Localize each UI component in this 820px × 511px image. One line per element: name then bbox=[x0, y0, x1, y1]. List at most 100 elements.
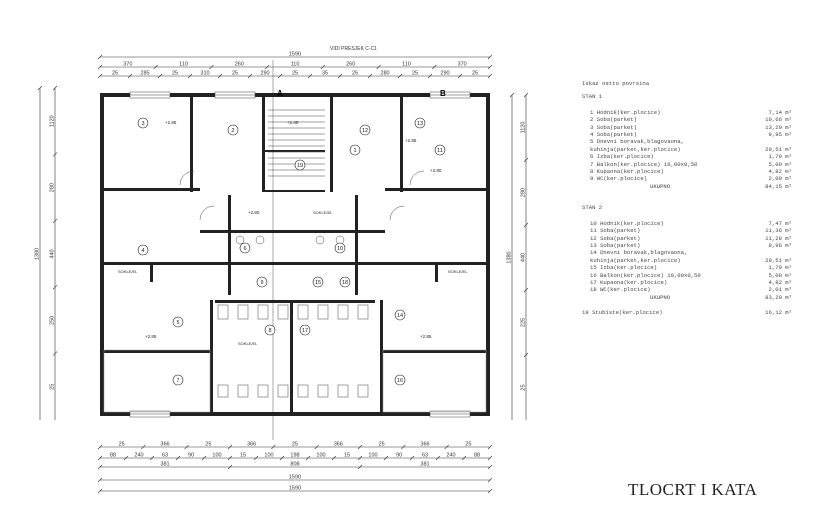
dim-label: 1380 bbox=[507, 251, 513, 263]
fixture bbox=[237, 304, 249, 320]
wall bbox=[100, 262, 490, 265]
dim-label: 366 bbox=[420, 442, 429, 448]
wall bbox=[100, 93, 104, 415]
dim-tick bbox=[97, 444, 103, 450]
fixture bbox=[257, 384, 269, 398]
wall bbox=[290, 300, 293, 412]
dim-label: 88 bbox=[110, 453, 116, 459]
dim-label: 280 bbox=[521, 188, 527, 197]
room-number-marker bbox=[334, 242, 346, 254]
room-number-marker bbox=[312, 276, 324, 288]
room-number-marker bbox=[256, 276, 268, 288]
level-mark: +1.45 bbox=[287, 120, 299, 125]
plan-label: SOKLE/EL bbox=[313, 210, 333, 215]
dim-tick bbox=[227, 444, 233, 450]
wall bbox=[190, 97, 193, 192]
room-number: 8 bbox=[268, 328, 271, 334]
area-row: 1 Hodnik(ker.plocice)7,14 m² bbox=[590, 108, 792, 116]
fixture bbox=[317, 384, 329, 398]
area-row: 3 Soba(parket)13,29 m² bbox=[590, 123, 792, 131]
dim-label: 1380 bbox=[35, 248, 41, 260]
dim-tick bbox=[357, 444, 363, 450]
area-row: 11 Soba(parket)11,36 m² bbox=[590, 227, 792, 235]
dim-label: 381 bbox=[420, 462, 429, 468]
fixture bbox=[277, 304, 289, 320]
dim-tick bbox=[314, 444, 319, 450]
dim-tick bbox=[123, 455, 129, 461]
room-number: 6 bbox=[243, 246, 246, 252]
dim-label: 110 bbox=[291, 62, 300, 68]
dim-label: 366 bbox=[247, 442, 256, 448]
room-number: 10 bbox=[337, 246, 343, 252]
dim-tick bbox=[264, 64, 270, 70]
area-schedule: Iskaz netto povrsina STAN 1 1 Hodnik(ker… bbox=[582, 80, 812, 317]
dim-label: 25 bbox=[472, 71, 478, 77]
dim-label: 110 bbox=[402, 62, 411, 68]
room-number: 4 bbox=[141, 248, 144, 254]
fixture bbox=[257, 304, 269, 320]
dim-label: 440 bbox=[521, 253, 527, 262]
toilet bbox=[315, 235, 325, 245]
dim-label: 440 bbox=[50, 249, 56, 258]
dim-tick bbox=[397, 73, 403, 79]
plan-label: SOKLE/EL bbox=[448, 269, 468, 274]
dim-tick bbox=[461, 455, 467, 461]
room-number-marker bbox=[414, 117, 426, 129]
dim-label: 25 bbox=[379, 442, 385, 448]
dim-label: 808 bbox=[290, 462, 299, 468]
dim-label: 25 bbox=[172, 71, 178, 77]
dim-tick bbox=[149, 455, 155, 461]
dim-tick bbox=[383, 455, 389, 461]
wall bbox=[150, 262, 153, 282]
wall bbox=[215, 300, 375, 303]
wall bbox=[486, 93, 490, 415]
room-number: 11 bbox=[437, 148, 443, 154]
dim-tick bbox=[401, 444, 406, 450]
area-row: 6 Izba(ker.plocice)1,79 m² bbox=[590, 153, 792, 161]
room-number: 18 bbox=[342, 280, 348, 286]
wall bbox=[265, 190, 325, 192]
dim-tick bbox=[209, 64, 214, 70]
dim-tick bbox=[227, 455, 233, 461]
wall bbox=[400, 97, 403, 192]
wall bbox=[200, 230, 385, 233]
dim-tick bbox=[307, 73, 313, 79]
dim-label: 280 bbox=[380, 71, 389, 77]
room-number-marker bbox=[172, 374, 184, 386]
room-number: 2 bbox=[231, 128, 234, 134]
fixture bbox=[297, 304, 309, 320]
dim-label: 100 bbox=[316, 453, 325, 459]
stan2-title: STAN 2 bbox=[582, 204, 603, 212]
dim-label: 1120 bbox=[521, 122, 527, 134]
fixture bbox=[297, 384, 309, 398]
dim-tick bbox=[444, 444, 449, 450]
dim-tick bbox=[175, 455, 181, 461]
dim-tick bbox=[97, 455, 103, 461]
level-mark: +2.85 bbox=[420, 334, 432, 339]
level-mark: +2.85 bbox=[405, 138, 417, 143]
room-number: 19 bbox=[297, 163, 303, 169]
wall bbox=[100, 350, 210, 353]
wall bbox=[262, 97, 265, 192]
dim-label: 25 bbox=[352, 71, 358, 77]
door-swing bbox=[409, 170, 425, 186]
area-row: kuhinja(parket,ker.plocice)29,51 m² bbox=[590, 145, 792, 153]
room-number: 3 bbox=[141, 121, 144, 127]
dim-label: 310 bbox=[200, 71, 209, 77]
area-row: kuhinja(parket,ker.plocice)29,51 m² bbox=[590, 256, 792, 264]
dim-tick bbox=[337, 73, 343, 79]
room-number-marker bbox=[434, 144, 446, 156]
dim-label: 240 bbox=[446, 453, 455, 459]
level-mark: +2.85 bbox=[165, 120, 177, 125]
room-number: 1 bbox=[353, 148, 356, 154]
dim-label: 25 bbox=[521, 384, 527, 390]
dim-label: 90 bbox=[396, 453, 402, 459]
room-number-marker bbox=[264, 324, 276, 336]
plan-label: SOKLE/EL bbox=[118, 269, 138, 274]
wall bbox=[380, 300, 383, 415]
